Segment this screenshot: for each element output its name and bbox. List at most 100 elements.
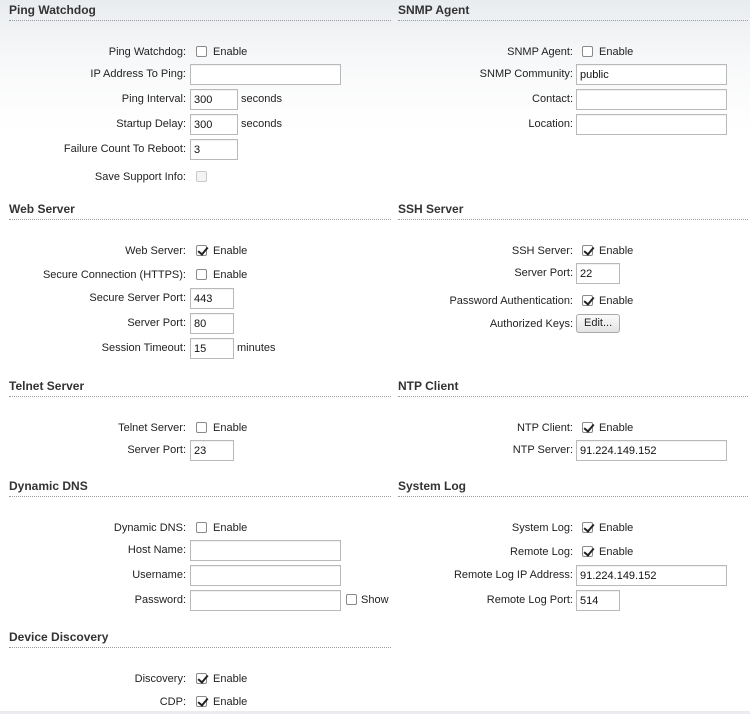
secure-server-port-input[interactable]	[190, 288, 234, 309]
web-server-enable-checkbox[interactable]	[196, 245, 207, 256]
ping-interval-unit: seconds	[241, 93, 282, 105]
ping-watchdog-section: Ping Watchdog Ping Watchdog: Enable IP A…	[9, 2, 391, 183]
edit-authorized-keys-button[interactable]: Edit...	[576, 314, 621, 333]
secure-server-port-label: Secure Server Port:	[89, 292, 186, 304]
web-server-enable-label: Enable	[213, 245, 248, 257]
https-enable-label: Enable	[213, 269, 248, 281]
password-auth-enable-label: Enable	[599, 295, 634, 307]
snmp-community-input[interactable]	[576, 64, 727, 85]
web-server-section: Web Server Web Server: Enable Secure Con…	[9, 201, 391, 361]
username-input[interactable]	[190, 565, 341, 586]
ping-watchdog-enable-label: Enable	[213, 46, 248, 58]
cdp-label: CDP:	[159, 696, 186, 708]
https-label: Secure Connection (HTTPS):	[42, 269, 186, 281]
ssh-server-label: SSH Server:	[511, 245, 573, 257]
password-label: Password:	[134, 594, 186, 606]
remote-log-port-label: Remote Log Port:	[486, 594, 573, 606]
ssh-server-title: SSH Server	[398, 201, 748, 220]
snmp-agent-label: SNMP Agent:	[507, 46, 573, 58]
ping-watchdog-label: Ping Watchdog:	[108, 46, 186, 58]
save-support-info-label: Save Support Info:	[94, 171, 186, 183]
ping-interval-input[interactable]	[190, 89, 238, 110]
ntp-client-enable-checkbox[interactable]	[582, 422, 593, 433]
session-timeout-label: Session Timeout:	[101, 342, 186, 354]
ssh-port-input[interactable]	[576, 263, 620, 284]
ntp-server-input[interactable]	[576, 440, 727, 461]
ip-to-ping-label: IP Address To Ping:	[90, 68, 186, 80]
discovery-label: Discovery:	[134, 673, 186, 685]
ntp-client-title: NTP Client	[398, 378, 748, 397]
host-name-input[interactable]	[190, 540, 341, 561]
contact-label: Contact:	[532, 93, 573, 105]
ntp-client-section: NTP Client NTP Client: Enable NTP Server…	[398, 378, 748, 463]
authorized-keys-label: Authorized Keys:	[489, 318, 573, 330]
show-password-checkbox[interactable]	[346, 594, 357, 605]
ntp-server-label: NTP Server:	[512, 444, 573, 456]
ntp-client-enable-label: Enable	[599, 422, 634, 434]
contact-input[interactable]	[576, 89, 727, 110]
ssh-server-enable-checkbox[interactable]	[582, 245, 593, 256]
snmp-agent-enable-checkbox[interactable]	[582, 46, 593, 57]
ssh-port-label: Server Port:	[514, 267, 573, 279]
system-log-title: System Log	[398, 478, 748, 497]
save-support-info-checkbox	[196, 171, 207, 182]
snmp-agent-section: SNMP Agent SNMP Agent: Enable SNMP Commu…	[398, 2, 748, 142]
cdp-enable-label: Enable	[213, 696, 248, 708]
telnet-port-label: Server Port:	[127, 444, 186, 456]
web-server-port-input[interactable]	[190, 313, 234, 334]
https-enable-checkbox[interactable]	[196, 269, 207, 280]
dynamic-dns-section: Dynamic DNS Dynamic DNS: Enable Host Nam…	[9, 478, 391, 618]
startup-delay-input[interactable]	[190, 114, 238, 135]
ip-to-ping-input[interactable]	[190, 64, 341, 85]
dynamic-dns-enable-checkbox[interactable]	[196, 522, 207, 533]
system-log-label: System Log:	[511, 522, 573, 534]
username-label: Username:	[132, 569, 186, 581]
startup-delay-label: Startup Delay:	[116, 118, 186, 130]
discovery-enable-checkbox[interactable]	[196, 673, 207, 684]
startup-delay-unit: seconds	[241, 118, 282, 130]
ntp-client-label: NTP Client:	[516, 422, 573, 434]
web-server-label: Web Server:	[125, 245, 186, 257]
system-log-section: System Log System Log: Enable Remote Log…	[398, 478, 748, 618]
snmp-agent-title: SNMP Agent	[398, 2, 748, 21]
show-password-label: Show	[361, 594, 389, 606]
web-server-port-label: Server Port:	[127, 317, 186, 329]
telnet-server-section: Telnet Server Telnet Server: Enable Serv…	[9, 378, 391, 463]
failure-count-label: Failure Count To Reboot:	[63, 143, 186, 155]
password-auth-label: Password Authentication:	[449, 295, 573, 307]
remote-log-enable-label: Enable	[599, 546, 634, 558]
password-input[interactable]	[190, 590, 341, 611]
telnet-server-enable-checkbox[interactable]	[196, 422, 207, 433]
telnet-server-enable-label: Enable	[213, 422, 248, 434]
ping-watchdog-enable-checkbox[interactable]	[196, 46, 207, 57]
remote-log-ip-input[interactable]	[576, 565, 727, 586]
device-discovery-title: Device Discovery	[9, 629, 391, 648]
ssh-server-section: SSH Server SSH Server: Enable Server Por…	[398, 201, 748, 341]
password-auth-checkbox[interactable]	[582, 295, 593, 306]
device-discovery-section: Device Discovery Discovery: Enable CDP: …	[9, 629, 391, 709]
location-label: Location:	[528, 118, 573, 130]
cdp-enable-checkbox[interactable]	[196, 696, 207, 707]
host-name-label: Host Name:	[127, 544, 186, 556]
session-timeout-unit: minutes	[237, 342, 276, 354]
remote-log-port-input[interactable]	[576, 590, 620, 611]
telnet-server-label: Telnet Server:	[118, 422, 186, 434]
telnet-port-input[interactable]	[190, 440, 234, 461]
snmp-agent-enable-label: Enable	[599, 46, 634, 58]
system-log-enable-checkbox[interactable]	[582, 522, 593, 533]
session-timeout-input[interactable]	[190, 338, 234, 359]
telnet-server-title: Telnet Server	[9, 378, 391, 397]
dynamic-dns-label: Dynamic DNS:	[113, 522, 186, 534]
snmp-community-label: SNMP Community:	[479, 68, 573, 80]
ping-watchdog-title: Ping Watchdog	[9, 2, 391, 21]
failure-count-input[interactable]	[190, 139, 238, 160]
remote-log-enable-checkbox[interactable]	[582, 546, 593, 557]
web-server-title: Web Server	[9, 201, 391, 220]
dynamic-dns-title: Dynamic DNS	[9, 478, 391, 497]
location-input[interactable]	[576, 114, 727, 135]
dynamic-dns-enable-label: Enable	[213, 522, 248, 534]
ssh-server-enable-label: Enable	[599, 245, 634, 257]
remote-log-ip-label: Remote Log IP Address:	[453, 569, 573, 581]
ping-interval-label: Ping Interval:	[121, 93, 186, 105]
discovery-enable-label: Enable	[213, 673, 248, 685]
